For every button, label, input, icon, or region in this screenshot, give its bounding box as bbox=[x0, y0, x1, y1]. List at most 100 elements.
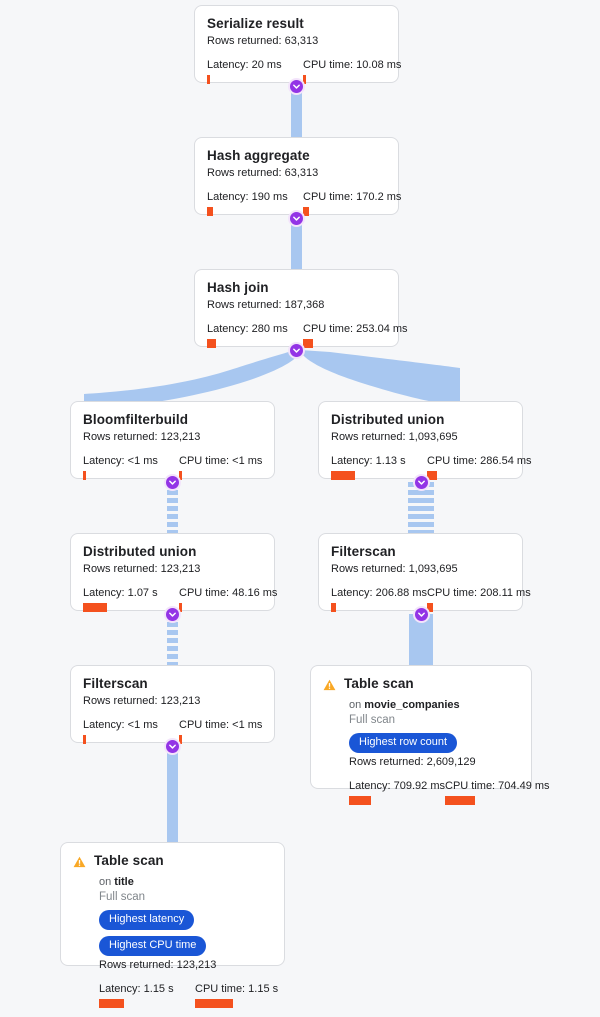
warning-triangle-icon bbox=[73, 855, 86, 873]
node-metrics: Latency: <1 ms CPU time: <1 ms bbox=[83, 718, 262, 744]
cpu-label: CPU time: 208.11 ms bbox=[427, 587, 531, 599]
chevron-down-icon bbox=[169, 480, 176, 485]
cpu-bar bbox=[179, 603, 182, 612]
latency-metric: Latency: 1.07 s bbox=[83, 586, 179, 612]
plan-node-table-scan-title[interactable]: Table scan on title Full scan Highest la… bbox=[60, 842, 285, 1008]
node-header: Bloomfilterbuild Rows returned: 123,213 bbox=[83, 412, 262, 445]
node-header: Serialize result Rows returned: 63,313 bbox=[207, 16, 386, 49]
latency-metric: Latency: 280 ms bbox=[207, 322, 303, 348]
latency-label: Latency: 709.92 ms bbox=[349, 780, 446, 792]
node-scan-type: Full scan bbox=[349, 714, 396, 726]
cpu-bar bbox=[195, 999, 233, 1008]
latency-label: Latency: 1.07 s bbox=[83, 587, 158, 599]
cpu-bar bbox=[303, 75, 306, 84]
expand-badge-filterscan-right[interactable] bbox=[413, 606, 430, 623]
expand-badge-distributed-union-left[interactable] bbox=[164, 606, 181, 623]
edge-distributed-union-to-filterscan-left bbox=[167, 614, 178, 668]
table-name: movie_companies bbox=[364, 699, 460, 711]
plan-node-distributed-union-left[interactable]: Distributed union Rows returned: 123,213… bbox=[70, 533, 277, 612]
latency-bar bbox=[207, 339, 216, 348]
cpu-metric: CPU time: <1 ms bbox=[179, 718, 262, 744]
cpu-label: CPU time: <1 ms bbox=[179, 719, 263, 731]
node-title: Hash aggregate bbox=[207, 148, 310, 163]
node-header: Filterscan Rows returned: 1,093,695 bbox=[331, 544, 510, 577]
cpu-metric: CPU time: 170.2 ms bbox=[303, 190, 401, 216]
node-rows-returned: Rows returned: 123,213 bbox=[83, 431, 201, 443]
node-title: Distributed union bbox=[331, 412, 445, 427]
node-metrics: Latency: 709.92 ms CPU time: 704.49 ms bbox=[349, 779, 550, 805]
cpu-bar bbox=[303, 207, 309, 216]
node-header: Distributed union Rows returned: 123,213 bbox=[83, 544, 262, 577]
node-rows-returned: Rows returned: 63,313 bbox=[207, 35, 319, 47]
plan-node-distributed-union-right[interactable]: Distributed union Rows returned: 1,093,6… bbox=[318, 401, 532, 480]
node-metrics: Latency: 190 ms CPU time: 170.2 ms bbox=[207, 190, 401, 216]
cpu-bar bbox=[179, 471, 182, 480]
cpu-label: CPU time: 170.2 ms bbox=[303, 191, 402, 203]
chip-highest-latency[interactable]: Highest latency bbox=[99, 910, 195, 930]
cpu-label: CPU time: 48.16 ms bbox=[179, 587, 278, 599]
node-rows-returned: Rows returned: 63,313 bbox=[207, 167, 319, 179]
node-target-table: on title bbox=[99, 875, 272, 890]
latency-label: Latency: <1 ms bbox=[83, 455, 158, 467]
node-target-table: on movie_companies bbox=[349, 698, 519, 713]
chip-highest-row-count[interactable]: Highest row count bbox=[349, 733, 458, 753]
node-metrics: Latency: <1 ms CPU time: <1 ms bbox=[83, 454, 262, 480]
latency-label: Latency: 206.88 ms bbox=[331, 587, 428, 599]
expand-badge-hash-join[interactable] bbox=[288, 342, 305, 359]
chip-highest-cpu-time[interactable]: Highest CPU time bbox=[99, 936, 207, 956]
plan-node-table-scan-movie-companies[interactable]: Table scan on movie_companies Full scan … bbox=[310, 665, 550, 805]
plan-node-hash-join[interactable]: Hash join Rows returned: 187,368 Latency… bbox=[194, 269, 408, 348]
chevron-down-icon bbox=[293, 84, 300, 89]
latency-bar bbox=[83, 735, 86, 744]
node-title: Distributed union bbox=[83, 544, 197, 559]
node-metrics: Latency: 1.15 s CPU time: 1.15 s bbox=[99, 982, 278, 1008]
node-title: Table scan bbox=[344, 676, 414, 691]
expand-badge-serialize-result[interactable] bbox=[288, 78, 305, 95]
cpu-label: CPU time: 1.15 s bbox=[195, 983, 279, 995]
latency-bar bbox=[207, 75, 210, 84]
node-title: Filterscan bbox=[83, 676, 148, 691]
edge-serialize-to-hash-aggregate bbox=[291, 86, 302, 140]
node-rows-returned: Rows returned: 123,213 bbox=[83, 563, 201, 575]
expand-badge-distributed-union-right[interactable] bbox=[413, 474, 430, 491]
node-chips: Highest row count bbox=[349, 733, 519, 753]
plan-node-hash-aggregate[interactable]: Hash aggregate Rows returned: 63,313 Lat… bbox=[194, 137, 401, 216]
latency-bar bbox=[331, 471, 355, 480]
node-rows-returned: Rows returned: 187,368 bbox=[207, 299, 325, 311]
node-title: Hash join bbox=[207, 280, 269, 295]
node-header: Hash join Rows returned: 187,368 bbox=[207, 280, 386, 313]
latency-metric: Latency: 1.13 s bbox=[331, 454, 427, 480]
cpu-metric: CPU time: 704.49 ms bbox=[445, 779, 550, 805]
latency-bar bbox=[83, 603, 107, 612]
plan-node-filterscan-right[interactable]: Filterscan Rows returned: 1,093,695 Late… bbox=[318, 533, 531, 612]
cpu-bar bbox=[427, 603, 433, 612]
expand-badge-hash-aggregate[interactable] bbox=[288, 210, 305, 227]
node-metrics: Latency: 20 ms CPU time: 10.08 ms bbox=[207, 58, 401, 84]
cpu-metric: CPU time: 48.16 ms bbox=[179, 586, 277, 612]
plan-node-bloomfilterbuild[interactable]: Bloomfilterbuild Rows returned: 123,213 … bbox=[70, 401, 275, 480]
node-metrics: Latency: 206.88 ms CPU time: 208.11 ms bbox=[331, 586, 531, 612]
cpu-metric: CPU time: 253.04 ms bbox=[303, 322, 408, 348]
node-title: Bloomfilterbuild bbox=[83, 412, 189, 427]
table-name: title bbox=[114, 876, 134, 888]
cpu-label: CPU time: 10.08 ms bbox=[303, 59, 402, 71]
node-body: on title Full scan Highest latency Highe… bbox=[73, 875, 278, 1008]
node-body: on movie_companies Full scan Highest row… bbox=[323, 698, 550, 805]
cpu-label: CPU time: <1 ms bbox=[179, 455, 263, 467]
latency-metric: Latency: 709.92 ms bbox=[349, 779, 445, 805]
expand-badge-bloomfilterbuild[interactable] bbox=[164, 474, 181, 491]
plan-node-serialize-result[interactable]: Serialize result Rows returned: 63,313 L… bbox=[194, 5, 401, 84]
cpu-metric: CPU time: 286.54 ms bbox=[427, 454, 532, 480]
edge-hash-aggregate-to-hash-join bbox=[291, 218, 302, 272]
expand-badge-filterscan-left[interactable] bbox=[164, 738, 181, 755]
plan-node-filterscan-left[interactable]: Filterscan Rows returned: 123,213 Latenc… bbox=[70, 665, 275, 744]
node-header: Filterscan Rows returned: 123,213 bbox=[83, 676, 262, 709]
cpu-bar bbox=[179, 735, 182, 744]
latency-bar bbox=[331, 603, 336, 612]
latency-metric: Latency: 190 ms bbox=[207, 190, 303, 216]
latency-label: Latency: 1.13 s bbox=[331, 455, 406, 467]
node-metrics: Latency: 1.13 s CPU time: 286.54 ms bbox=[331, 454, 532, 480]
chevron-down-icon bbox=[418, 480, 425, 485]
